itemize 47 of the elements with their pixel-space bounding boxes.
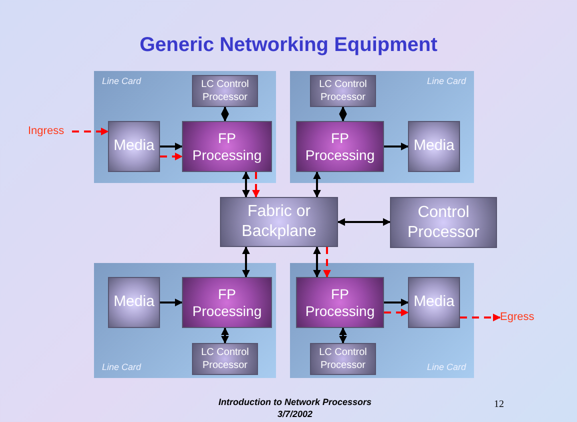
data-path-arrow xyxy=(160,152,183,160)
footer-text: Introduction to Network Processors xyxy=(218,396,372,408)
connector-arrow xyxy=(337,218,391,226)
card-title: Line Card xyxy=(426,360,466,374)
control-processor-box: LC Control Processor xyxy=(310,75,376,107)
media-box: Media xyxy=(108,277,160,328)
line-card-panel xyxy=(94,263,276,378)
connector-arrow xyxy=(313,171,321,198)
card-title: Line Card xyxy=(102,360,142,374)
card-title: Line Card xyxy=(102,75,142,88)
data-path-arrow xyxy=(384,308,409,316)
line-card-panel xyxy=(290,263,474,378)
processor-block: Fabric or Backplane xyxy=(220,197,338,247)
data-path-arrow xyxy=(252,172,260,198)
page-number: 12 xyxy=(494,398,504,412)
control-processor-box: LC Control Processor xyxy=(192,343,258,375)
data-path-arrow xyxy=(72,128,109,136)
processing-box: FP Processing xyxy=(182,277,272,328)
connector-arrow xyxy=(384,142,409,150)
card-title: Line Card xyxy=(426,75,466,88)
connector-arrow xyxy=(160,142,183,150)
flow-label: Ingress xyxy=(28,124,64,140)
media-box: Media xyxy=(408,121,460,172)
media-box: Media xyxy=(408,277,460,328)
connector-arrow xyxy=(384,298,409,306)
processing-box: FP Processing xyxy=(182,121,272,172)
connector-arrow xyxy=(242,171,250,198)
control-processor-box: LC Control Processor xyxy=(310,343,376,375)
control-processor-box: LC Control Processor xyxy=(192,75,258,107)
flow-label: Egress xyxy=(500,310,534,326)
media-box: Media xyxy=(108,121,160,172)
data-path-arrow xyxy=(323,247,331,278)
line-card-panel xyxy=(290,71,474,183)
diagram-title: Generic Networking Equipment xyxy=(140,33,438,58)
processing-box: FP Processing xyxy=(296,121,384,172)
connector-arrow xyxy=(221,106,229,122)
footer-text: 3/7/2002 xyxy=(277,408,313,420)
connector-arrow xyxy=(339,327,347,344)
connector-arrow xyxy=(242,246,250,278)
connector-arrow xyxy=(221,327,229,344)
connector-arrow xyxy=(339,106,347,122)
connector-arrow xyxy=(313,246,321,278)
line-card-panel xyxy=(94,71,276,183)
data-path-arrow xyxy=(460,314,501,322)
processor-block: Control Processor xyxy=(390,197,497,248)
processing-box: FP Processing xyxy=(296,277,384,328)
connector-arrow xyxy=(160,298,183,306)
